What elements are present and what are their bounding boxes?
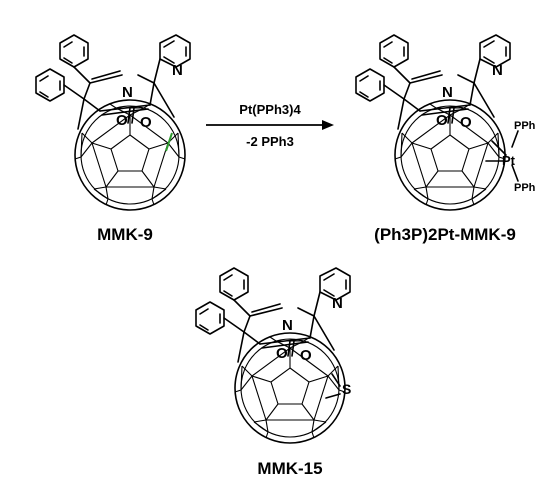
platinum-atom: Pt: [502, 153, 516, 168]
pyridine-nitrogen-atom: N: [332, 295, 343, 312]
oxygen-atom: O: [276, 345, 288, 362]
mmk-15-structure: N N O O S: [195, 267, 351, 444]
nitrogen-atom: N: [282, 317, 293, 334]
oxygen-atom-2: O: [300, 347, 312, 364]
oxygen-atom-2: O: [140, 114, 152, 131]
compound-label-pt-mmk-9: (Ph3P)2Pt-MMK-9: [374, 225, 516, 244]
pt-mmk-9-structure: N N O O Pt PPh PPh: [355, 34, 536, 211]
nitrogen-atom: N: [122, 84, 133, 101]
compound-label-mmk-9: MMK-9: [97, 225, 153, 244]
byproduct-label: -2 PPh3: [246, 134, 294, 149]
phosphine-ligand-top: PPh: [514, 120, 536, 132]
nitrogen-atom: N: [442, 84, 453, 101]
compound-label-mmk-15: MMK-15: [257, 459, 322, 478]
reagent-label: Pt(PPh3)4: [239, 102, 301, 117]
arrow-head: [322, 120, 334, 130]
mmk-9-structure: N N O O: [35, 34, 191, 211]
oxygen-atom: O: [436, 112, 448, 129]
green-bond: [165, 132, 173, 152]
pyridine-nitrogen-atom: N: [172, 62, 183, 79]
reaction-arrow-group: Pt(PPh3)4 -2 PPh3: [206, 102, 334, 149]
phosphine-ligand-bottom: PPh: [514, 182, 536, 194]
oxygen-atom-2: O: [460, 114, 472, 131]
sulfur-atom: S: [342, 381, 351, 397]
oxygen-atom: O: [116, 112, 128, 129]
pyridine-nitrogen-atom: N: [492, 62, 503, 79]
